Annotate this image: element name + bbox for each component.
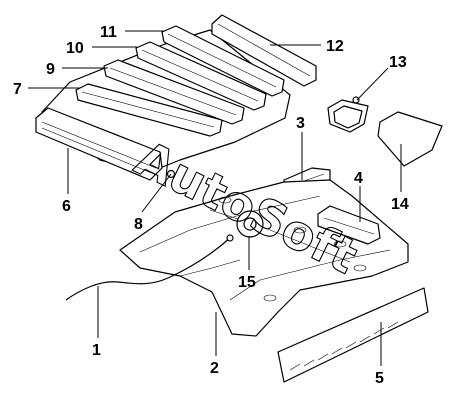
front-roof-bow [35, 107, 163, 181]
callout-9: 9 [46, 61, 55, 78]
roof-crossmember-4 [161, 25, 285, 97]
side-sill-panel [277, 287, 429, 383]
roof-crossmember-2 [103, 59, 245, 125]
leader-lines [28, 30, 402, 366]
callout-3: 3 [296, 115, 305, 132]
roof-crossmember-3 [135, 41, 267, 111]
callout-2: 2 [210, 360, 219, 377]
callout-6: 6 [62, 198, 71, 215]
callout-5: 5 [375, 370, 384, 387]
callout-13: 13 [389, 54, 407, 71]
callout-12: 12 [326, 38, 344, 55]
callout-15: 15 [238, 274, 256, 291]
parking-brake-cable [65, 234, 234, 301]
callout-1: 1 [92, 342, 101, 359]
callout-4: 4 [354, 170, 363, 187]
callout-10: 10 [66, 40, 84, 57]
roof-crossmember-1 [75, 83, 223, 137]
floor-crossmember-bracket [317, 205, 381, 245]
callouts: 1 2 3 4 5 6 7 8 9 10 11 12 13 14 15 [13, 24, 409, 387]
callout-14: 14 [391, 196, 409, 213]
callout-7: 7 [13, 81, 22, 98]
sun-visor [377, 111, 443, 167]
callout-8: 8 [134, 216, 143, 233]
tunnel-grommet [236, 210, 264, 238]
rear-roof-bow [211, 14, 317, 87]
interior-light [327, 96, 369, 133]
callout-11: 11 [100, 24, 117, 41]
